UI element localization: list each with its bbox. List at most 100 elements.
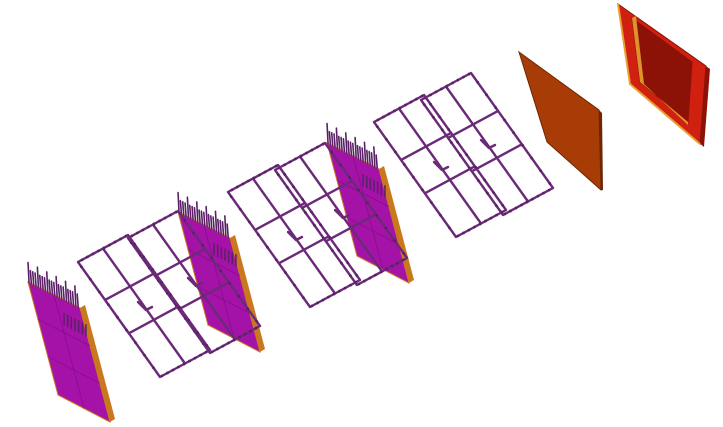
connector-pin (62, 286, 65, 301)
frame-bead (310, 304, 314, 308)
frame-bead (229, 195, 233, 199)
frame-bead (106, 303, 110, 306)
frame-bead (312, 223, 316, 227)
panel-grid-line (352, 155, 384, 270)
frame-bead (509, 209, 512, 213)
connector-pin (333, 133, 336, 148)
frame-bead (548, 182, 552, 185)
frame-bead (252, 176, 256, 180)
wire-frame-7 (372, 93, 508, 239)
frame-bead (484, 219, 487, 223)
connector-pin (67, 288, 70, 304)
frame-bead (160, 280, 164, 284)
frame-bead (339, 163, 342, 167)
frame-bead (429, 102, 432, 106)
frame-bead (174, 210, 178, 214)
frame-bead (374, 273, 377, 277)
frame-outline (226, 163, 362, 309)
frame-bead (205, 344, 209, 347)
frame-bead (115, 315, 119, 319)
connector-panel-6 (326, 122, 414, 284)
frame-bead (274, 258, 278, 262)
frame-bead (462, 75, 465, 79)
frame-bead (151, 268, 155, 271)
frame-bead (124, 328, 128, 332)
frame-bead (158, 219, 161, 223)
connector-pin (191, 205, 194, 221)
connector-pin (205, 205, 208, 228)
frame-bead (269, 167, 272, 171)
frame-bead (187, 318, 191, 322)
frame-notch (136, 300, 154, 312)
connector-pin (361, 147, 364, 162)
frame-bead (375, 214, 379, 217)
frame-bead (97, 290, 101, 294)
frame-bead (177, 365, 180, 369)
frame-bead (415, 97, 418, 101)
connector-pin (184, 202, 187, 217)
frame-bead (449, 141, 453, 144)
wire-frame-1 (76, 233, 212, 379)
assembly-layers (27, 2, 710, 423)
frame-bead (384, 137, 388, 141)
connector-pin (202, 211, 206, 227)
connector-pin (344, 132, 348, 154)
frame-bead (375, 125, 379, 128)
connector-pin (59, 285, 63, 300)
frame-bead (303, 211, 307, 214)
frame-bead (305, 151, 308, 155)
frame-bead (183, 218, 186, 222)
frame-bead (302, 296, 305, 300)
frame-bead (398, 106, 402, 110)
frame-bead (355, 274, 359, 277)
connector-pin (74, 285, 77, 307)
frame-outline (273, 141, 409, 287)
connector-pin (50, 280, 54, 296)
connector-pin (198, 209, 201, 224)
frame-bead (525, 200, 529, 204)
frame-notch (286, 230, 304, 242)
frame-bead (494, 106, 497, 109)
frame-bead (431, 115, 435, 119)
panel-side-edge (80, 305, 115, 422)
connector-pin (48, 279, 51, 294)
frame-bead (492, 191, 496, 195)
connector-pin (356, 144, 360, 160)
frame-bead (393, 239, 397, 243)
connector-pin (354, 136, 357, 159)
connector-pin (55, 275, 58, 298)
connector-pin (330, 132, 334, 147)
frame-bead (113, 240, 117, 244)
frame-bead (456, 234, 460, 238)
connector-pin (38, 274, 42, 290)
frame-bead (402, 163, 406, 166)
connector-pin (366, 149, 369, 165)
frame-bead (193, 356, 197, 360)
frame-bead (346, 261, 350, 265)
connector-pin (351, 142, 355, 158)
frame-bead (409, 100, 413, 104)
connector-pin (224, 215, 227, 237)
frame-bead (434, 90, 438, 94)
frame-bead (310, 148, 314, 152)
frame-bead (284, 271, 287, 274)
frame-bead (79, 265, 83, 268)
frame-bead (340, 261, 343, 265)
frame-bead (294, 157, 297, 161)
frame-bead (238, 335, 241, 339)
frame-bead (483, 178, 487, 182)
frame-bead (91, 252, 95, 256)
wire-frame-8 (419, 71, 555, 217)
frame-bead (390, 264, 394, 268)
frame-bead (393, 150, 397, 154)
connector-pin (335, 127, 339, 149)
frame-bead (316, 145, 319, 149)
frame-bead (310, 210, 314, 214)
frame-bead (256, 233, 260, 236)
frame-spine (298, 155, 384, 273)
connector-pin (347, 140, 350, 155)
frame-bead (130, 234, 134, 238)
connector-pin (212, 216, 215, 231)
connector-pin (370, 151, 374, 167)
